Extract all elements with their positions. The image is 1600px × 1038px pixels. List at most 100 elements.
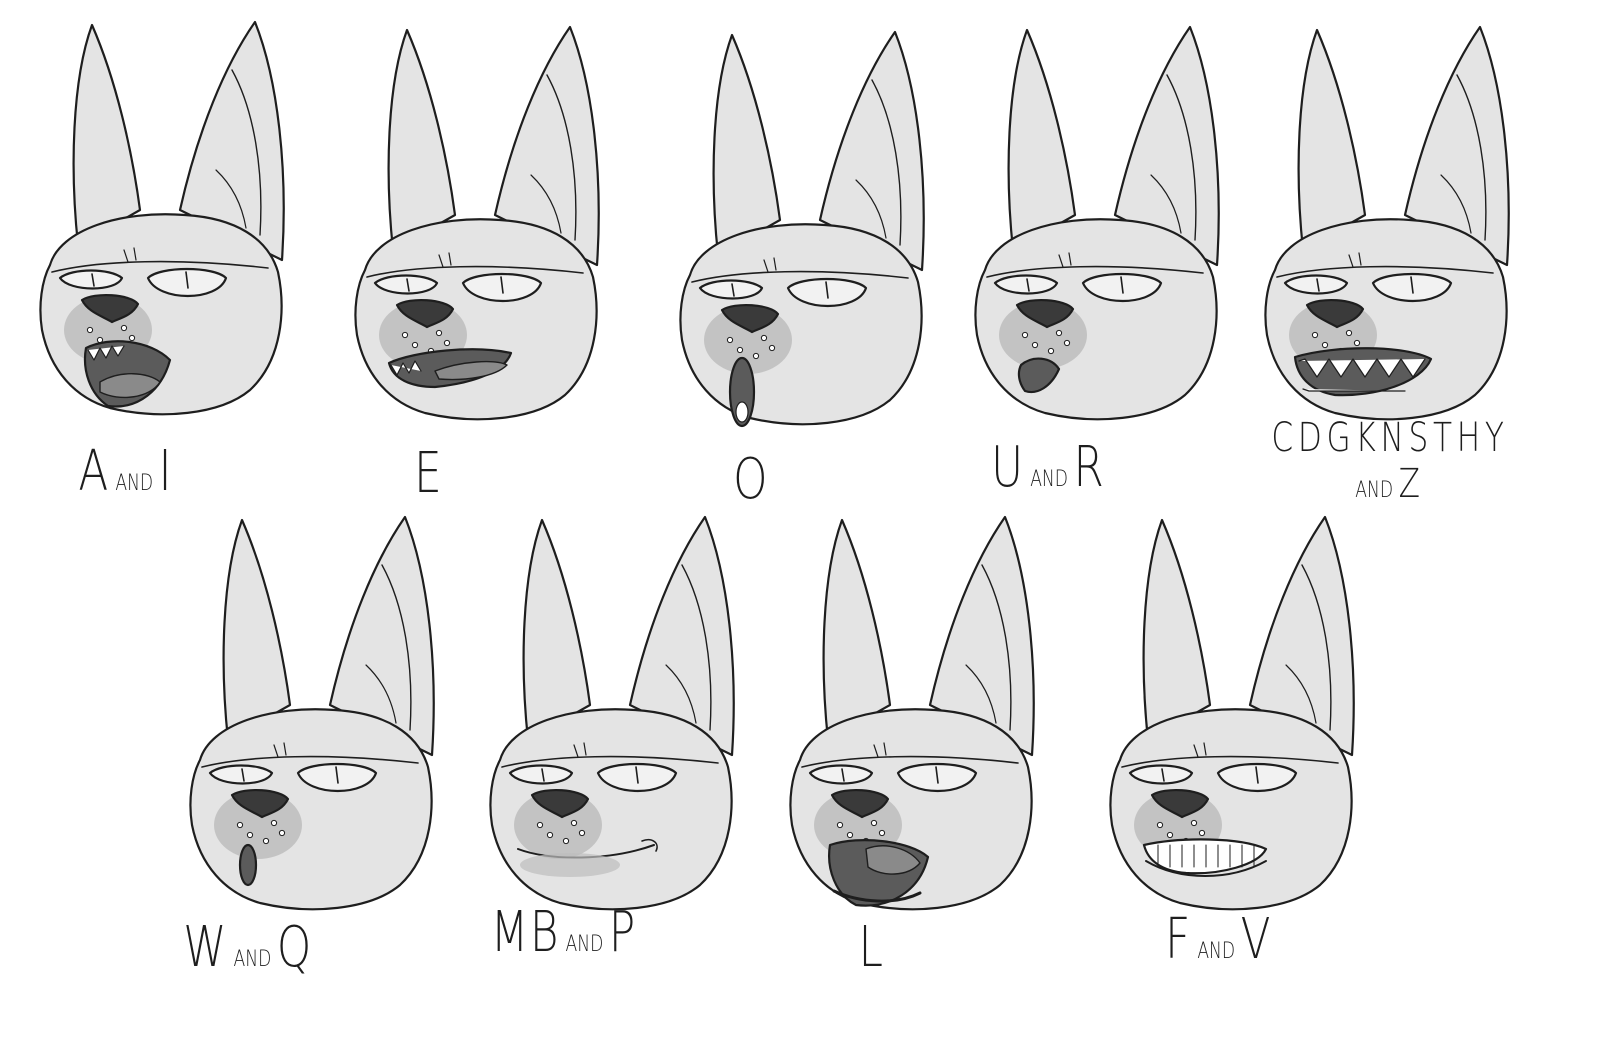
whisker-dot-3 xyxy=(768,344,776,352)
label-u-r-second: R xyxy=(1073,435,1106,500)
left-pupil xyxy=(731,283,735,297)
right-ear xyxy=(818,30,925,272)
ear-inner-line xyxy=(381,564,412,731)
whisker-dot-2 xyxy=(570,819,578,827)
brow-line xyxy=(201,755,419,768)
whisker-dot-2 xyxy=(760,334,768,342)
right-pupil xyxy=(500,276,504,294)
ear-inner-line xyxy=(1456,74,1487,241)
label-consonants: CDGKNSTHY AND Z xyxy=(1261,418,1518,504)
ear-fold-line xyxy=(1150,174,1182,234)
mouth-highlight xyxy=(735,401,749,423)
left-eye xyxy=(698,279,764,300)
brow-wrinkles xyxy=(1193,742,1207,758)
left-pupil xyxy=(406,278,410,292)
label-consonants-and: AND xyxy=(1355,478,1394,503)
whisker-dot-1 xyxy=(546,831,554,839)
whisker-dot-0 xyxy=(86,326,94,334)
ear-fold-line xyxy=(1440,174,1472,234)
label-consonants-first: CDGKNSTHY xyxy=(1271,415,1509,461)
label-mbp: MB AND P xyxy=(491,905,637,961)
label-o: O xyxy=(733,452,769,508)
nose xyxy=(80,294,140,324)
head-l xyxy=(770,505,1060,935)
whisker-dot-0 xyxy=(1021,331,1029,339)
nose xyxy=(230,789,290,819)
left-pupil xyxy=(1026,278,1030,292)
left-ear xyxy=(1007,28,1077,252)
left-eye xyxy=(1283,274,1349,295)
brow-line xyxy=(366,265,584,278)
right-ear xyxy=(178,20,285,262)
right-ear xyxy=(628,515,735,757)
whisker-dot-3 xyxy=(1063,339,1071,347)
chin-shade xyxy=(520,853,620,877)
label-f-v-first: F xyxy=(1165,907,1192,972)
brow-wrinkles xyxy=(438,252,452,268)
brow-wrinkles xyxy=(873,742,887,758)
whisker-dot-4 xyxy=(752,352,760,360)
ear-inner-line xyxy=(681,564,712,731)
head-a-i xyxy=(20,10,310,440)
right-ear xyxy=(1248,515,1355,757)
whisker-dot-2 xyxy=(1345,329,1353,337)
right-ear xyxy=(493,25,600,267)
label-l-first: L xyxy=(858,915,885,980)
lower-lip xyxy=(1145,860,1267,877)
label-f-v: F AND V xyxy=(1165,912,1272,968)
whisker-dot-2 xyxy=(1190,819,1198,827)
head-mbp xyxy=(470,505,760,935)
whisker-dot-3 xyxy=(1198,829,1206,837)
right-pupil xyxy=(935,766,939,784)
whisker-dot-0 xyxy=(836,821,844,829)
mouth-pucker xyxy=(1017,357,1061,394)
label-mbp-second: P xyxy=(608,900,637,965)
left-eye xyxy=(373,274,439,295)
head-u-r xyxy=(955,15,1245,445)
left-pupil xyxy=(841,768,845,782)
brow-wrinkles xyxy=(1348,252,1362,268)
mouth-corner xyxy=(641,838,658,852)
head-consonants xyxy=(1245,15,1535,445)
label-l: L xyxy=(859,920,885,976)
ear-inner-line xyxy=(231,69,262,236)
teeth-lines xyxy=(1157,844,1255,868)
dog-head-a-i-drawing xyxy=(39,20,285,416)
left-ear xyxy=(522,518,592,742)
left-pupil xyxy=(541,768,545,782)
label-mbp-first: MB xyxy=(490,900,561,965)
ear-fold-line xyxy=(365,664,397,724)
left-ear xyxy=(822,518,892,742)
label-w-q: W AND Q xyxy=(183,920,313,976)
whisker-dot-3 xyxy=(278,829,286,837)
whisker-dot-2 xyxy=(435,329,443,337)
ear-fold-line xyxy=(855,179,887,239)
teeth xyxy=(390,360,422,376)
ear-fold-line xyxy=(530,174,562,234)
ear-fold-line xyxy=(215,169,247,229)
right-pupil xyxy=(1120,276,1124,294)
whisker-dot-2 xyxy=(870,819,878,827)
left-ear xyxy=(1142,518,1212,742)
whisker-dot-0 xyxy=(1311,331,1319,339)
label-a-i-first: A xyxy=(78,439,110,504)
right-pupil xyxy=(1255,766,1259,784)
label-o-first: O xyxy=(733,447,770,512)
whisker-dot-3 xyxy=(1353,339,1361,347)
label-u-r-first: U xyxy=(991,435,1025,500)
left-ear xyxy=(387,28,457,252)
ear-inner-line xyxy=(1301,564,1332,731)
ear-fold-line xyxy=(665,664,697,724)
whisker-dot-3 xyxy=(878,829,886,837)
label-a-i-and: AND xyxy=(115,471,154,496)
label-w-q-first: W xyxy=(183,915,229,980)
dog-head-l-drawing xyxy=(789,515,1035,911)
right-pupil xyxy=(635,766,639,784)
right-pupil xyxy=(185,271,189,289)
brow-line xyxy=(1121,755,1339,768)
right-ear xyxy=(328,515,435,757)
upper-teeth xyxy=(1298,358,1426,378)
lower-lip xyxy=(832,889,922,903)
left-eye xyxy=(993,274,1059,295)
